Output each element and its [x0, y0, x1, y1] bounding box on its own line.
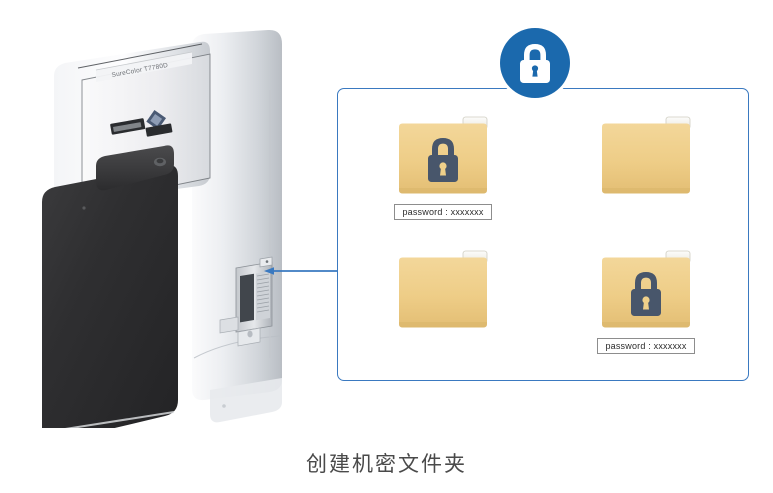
folder-item-4[interactable]: password : xxxxxxx [566, 248, 726, 354]
padlock-glyph [631, 271, 661, 316]
security-lock-badge [500, 28, 570, 98]
password-label: password : xxxxxxx [394, 204, 492, 221]
plain-folder-icon[interactable] [598, 114, 694, 199]
locked-folder-icon[interactable] [395, 114, 491, 199]
page-caption: 创建机密文件夹 [306, 453, 467, 476]
plain-folder-icon[interactable] [395, 248, 491, 333]
padlock-icon [520, 44, 550, 83]
folder-item-2[interactable] [566, 114, 726, 210]
folder-item-3[interactable] [357, 248, 523, 344]
locked-folder-icon[interactable] [598, 248, 694, 333]
padlock-glyph [428, 138, 458, 182]
folder-item-1[interactable]: password : xxxxxxx [357, 114, 523, 221]
hard-disk-slot [219, 256, 273, 347]
printer-illustration: SureColor T7780D [24, 28, 302, 428]
password-label: password : xxxxxxx [597, 337, 695, 354]
folder-grid: password : xxxxxxx [337, 88, 749, 381]
